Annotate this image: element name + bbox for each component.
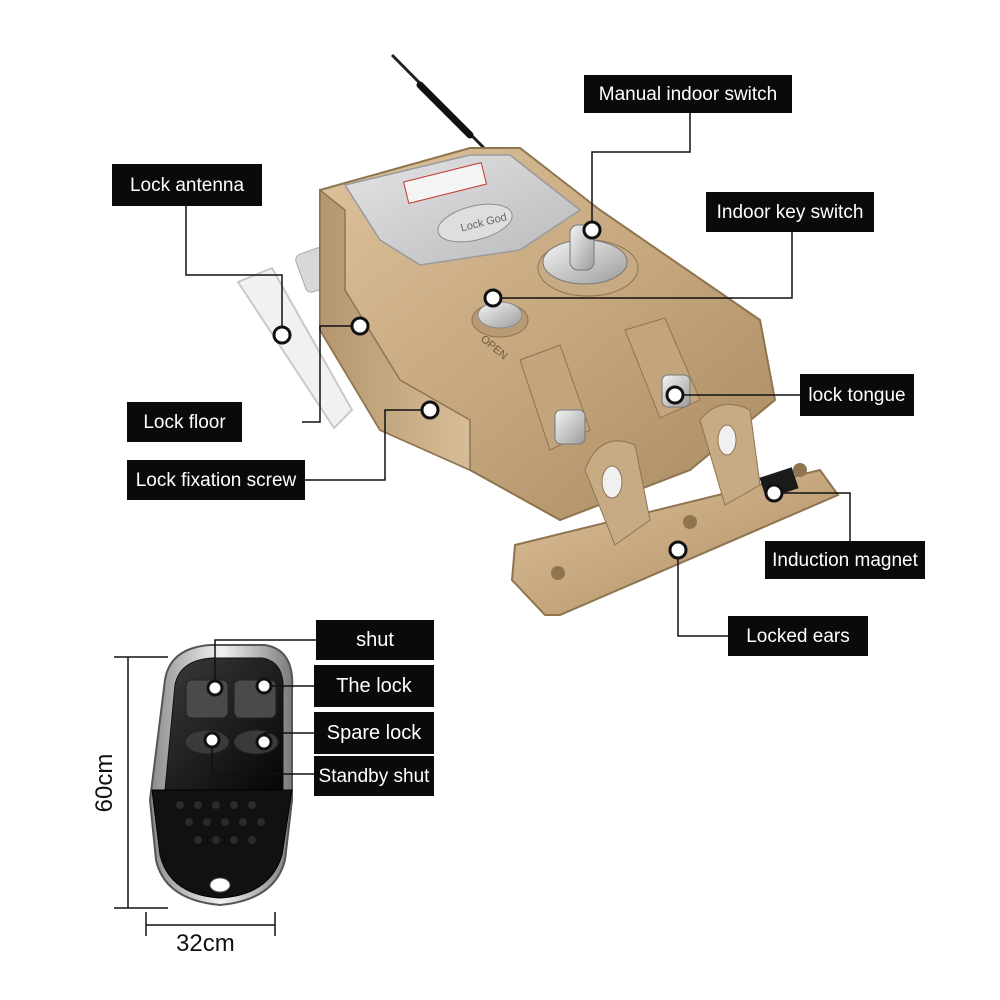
lock-illustration: Lock God OPEN — [236, 53, 840, 616]
height-dimension-label: 60cm — [91, 754, 118, 813]
label-the-lock: The lock — [314, 665, 434, 707]
remote-fob — [148, 644, 294, 907]
dot-indoor-key — [483, 288, 503, 308]
antenna-wire-thick — [416, 81, 474, 139]
fob-grip-texture — [176, 801, 265, 844]
label-lock-fixation-screw: Lock fixation screw — [127, 460, 305, 500]
warning-sticker — [402, 162, 488, 204]
fob-grip — [151, 789, 293, 899]
label-standby-shut: Standby shut — [314, 756, 434, 796]
dot-manual-switch — [582, 220, 602, 240]
tongue-bolt-left — [554, 409, 586, 445]
label-lock-floor: Lock floor — [127, 402, 242, 442]
label-indoor-key-switch: Indoor key switch — [706, 192, 874, 232]
lock-side-face — [319, 188, 471, 472]
dot-locked-ears — [668, 540, 688, 560]
dot-induction-magnet — [764, 483, 784, 503]
label-spare-lock: Spare lock — [314, 712, 434, 754]
dot-lock-antenna — [272, 325, 292, 345]
leader-lines — [185, 112, 851, 775]
label-induction-magnet: Induction magnet — [765, 541, 925, 579]
indoor-key-button — [471, 301, 529, 338]
brand-badge — [437, 203, 513, 243]
dimension-width — [145, 912, 276, 936]
label-lock-tongue: lock tongue — [800, 374, 914, 416]
dot-lock-tongue — [665, 385, 685, 405]
dot-shut — [206, 679, 224, 697]
width-dimension-label: 32cm — [176, 930, 235, 957]
dot-standby-shut — [203, 731, 221, 749]
dot-the-lock — [255, 677, 273, 695]
label-locked-ears: Locked ears — [728, 616, 868, 656]
label-shut: shut — [316, 620, 434, 660]
dot-lock-floor — [350, 316, 370, 336]
fob-key-ring-hole — [209, 877, 231, 893]
label-manual-indoor-switch: Manual indoor switch — [584, 75, 792, 113]
label-lock-antenna: Lock antenna — [112, 164, 262, 206]
dimension-height — [114, 656, 168, 909]
dot-fixation-screw — [420, 400, 440, 420]
dot-spare-lock — [255, 733, 273, 751]
leader-dots — [203, 220, 784, 751]
